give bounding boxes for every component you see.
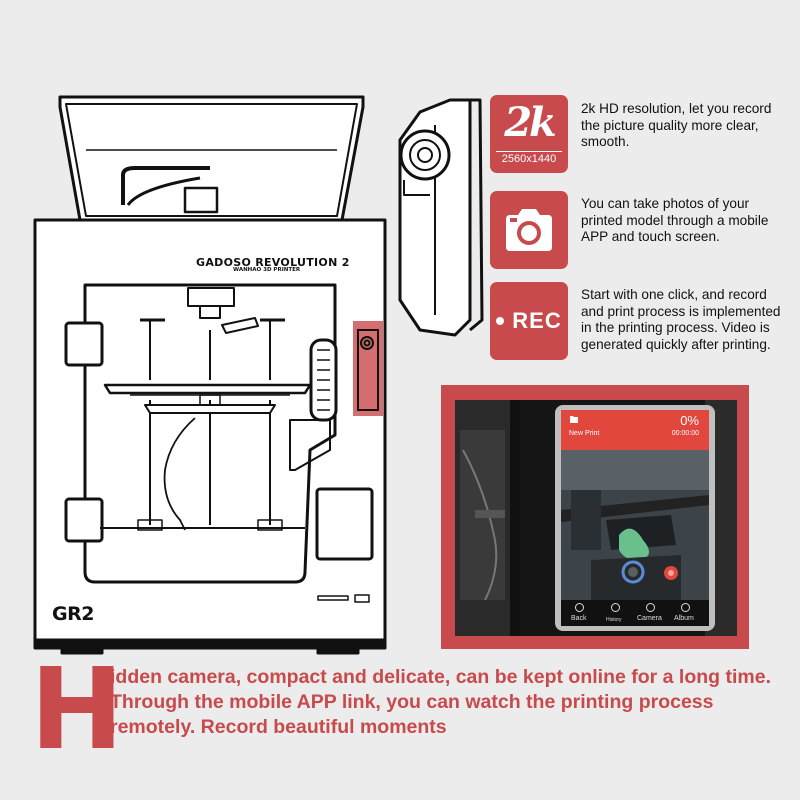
nav-camera[interactable]: Camera <box>637 615 662 622</box>
brand-label: GADOSO REVOLUTION 2 <box>196 256 350 269</box>
2k-badge: 2k <box>504 99 557 146</box>
nav-camera-label: Camera <box>637 615 662 622</box>
nav-history-label: History <box>606 617 622 623</box>
rec-icon: REC <box>490 282 568 360</box>
history-icon <box>611 603 620 612</box>
nav-history[interactable]: History <box>606 617 622 623</box>
back-arrow-icon <box>575 603 584 612</box>
camera-glyph <box>506 209 552 251</box>
description-text: idden camera, compact and delicate, can … <box>110 666 772 738</box>
album-icon <box>681 603 690 612</box>
nav-album-label: Album <box>674 615 694 622</box>
new-print-label: New Print <box>569 430 600 437</box>
model-label: GR2 <box>52 603 94 625</box>
camera-nav-icon <box>646 603 655 612</box>
badge-divider <box>496 151 562 152</box>
nav-back[interactable]: Back <box>571 615 587 622</box>
camera-icon <box>490 191 568 269</box>
app-bottom-nav: Back History Camera Album <box>561 600 709 626</box>
phone-screen: New Print 0% 00:00:00 Back History Camer… <box>561 410 709 626</box>
rec-badge: REC <box>490 282 568 360</box>
feature-text-rec: Start with one click, and record and pri… <box>581 287 781 352</box>
feature-text-2k: 2k HD resolution, let you record the pic… <box>581 101 772 149</box>
drop-cap: H <box>30 645 124 775</box>
2k-icon: 2k 2560x1440 <box>490 95 568 173</box>
nav-back-label: Back <box>571 615 587 622</box>
rec-text: REC <box>512 308 562 333</box>
resolution-label: 2560x1440 <box>501 153 557 165</box>
app-header: New Print 0% 00:00:00 <box>561 410 709 450</box>
camera-feed <box>561 450 709 600</box>
feature-text-camera: You can take photos of your printed mode… <box>581 196 769 244</box>
folder-icon <box>570 416 578 423</box>
progress-percent: 0% <box>680 413 699 428</box>
elapsed-time: 00:00:00 <box>671 430 699 437</box>
nav-album[interactable]: Album <box>674 615 694 622</box>
rec-dot-icon <box>496 317 505 325</box>
sub-brand-label: WANHAO 3D PRINTER <box>233 267 301 273</box>
